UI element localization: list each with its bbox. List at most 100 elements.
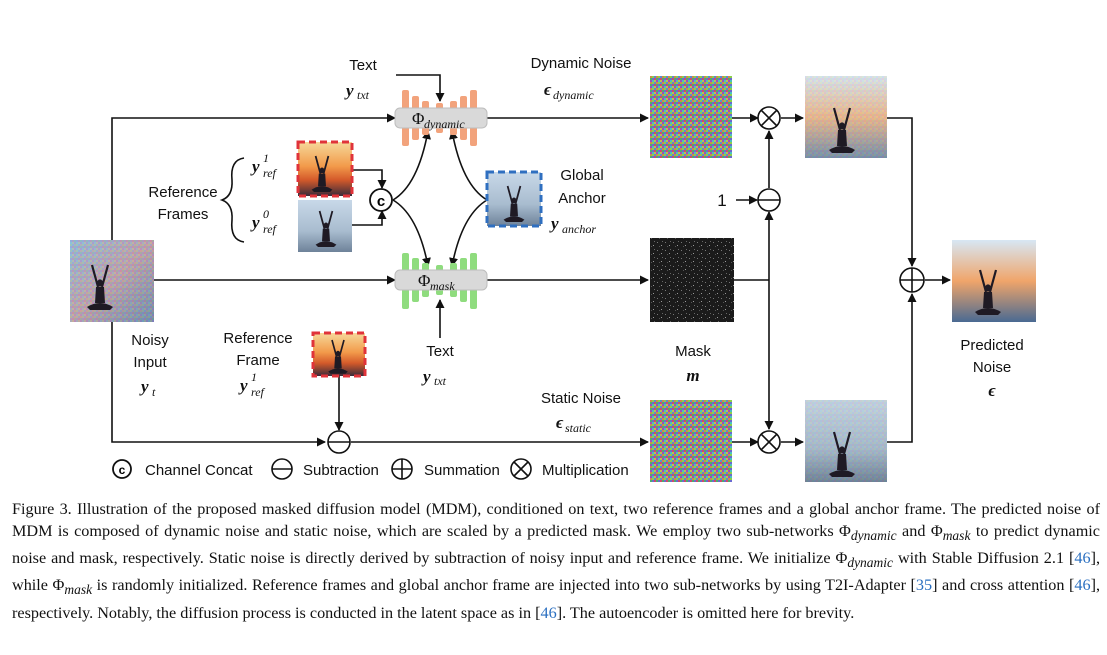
reference-frames-line2: Frames	[158, 206, 209, 223]
caption-part1: Figure 3. Illustration of the proposed m…	[12, 500, 1100, 540]
global-anchor-line2: Anchor	[558, 190, 606, 207]
figure-caption: Figure 3. Illustration of the proposed m…	[12, 498, 1100, 624]
legend-concat-glyph: c	[119, 463, 126, 477]
reference-frames-line1: Reference	[148, 184, 217, 201]
dynamic-noise-image	[650, 76, 732, 158]
arrow-input-to-dynamic	[111, 113, 396, 240]
eps-dynamic: ϵ	[544, 80, 552, 99]
scaled-dynamic-image	[805, 76, 887, 158]
caption-sub3: dynamic	[847, 555, 894, 571]
phi-dynamic-sub: dynamic	[424, 117, 465, 131]
y-txt-bottom-sub: txt	[434, 374, 447, 388]
phi-dynamic-symbol: Φ	[412, 109, 424, 128]
y-ref0-sup: 0	[263, 207, 269, 221]
y-ref1-sub: ref	[263, 166, 278, 180]
phi-mask-sub: mask	[430, 279, 455, 293]
dynamic-noise-label: Dynamic Noise	[531, 55, 632, 72]
reference-frame-1-image	[296, 140, 354, 198]
y-anchor-sub: anchor	[562, 222, 596, 236]
caption-part9: ]. The autoencoder is omitted here for b…	[556, 603, 855, 622]
arrow-input-to-subtraction	[111, 322, 326, 447]
arrow-concat-to-dynamic	[392, 130, 431, 201]
figure-diagram: Φ dynamic Φ mask	[70, 55, 1036, 482]
caption-citation-46-c[interactable]: 46	[540, 603, 557, 622]
caption-citation-46-b[interactable]: 46	[1074, 576, 1091, 595]
caption-part6: is randomly initialized. Reference frame…	[92, 576, 916, 595]
legend-summation-label: Summation	[424, 462, 500, 479]
subtraction-static-operator	[327, 430, 351, 454]
caption-part2: and Φ	[896, 522, 943, 540]
y-ref0-sub: ref	[263, 222, 278, 236]
arrow-anchor-to-mask	[449, 199, 488, 267]
y-txt-top: y	[344, 81, 354, 100]
caption-citation-46-a[interactable]: 46	[1074, 549, 1091, 568]
reference-frame-line2: Frame	[236, 352, 279, 369]
caption-part8: ], respectively. Notably, the diffusion …	[12, 576, 1101, 622]
mask-image	[650, 238, 734, 322]
one-label: 1	[717, 191, 726, 210]
multiplication-bottom-operator	[757, 430, 781, 454]
noisy-input-line2: Input	[133, 354, 167, 371]
y-ref-bottom-sub: ref	[251, 385, 266, 399]
caption-sub4: mask	[64, 582, 93, 598]
y-ref1: y	[250, 157, 260, 176]
phi-dynamic-network: Φ dynamic	[394, 90, 488, 146]
y-t-sub: t	[152, 385, 156, 399]
phi-mask-network: Φ mask	[394, 253, 488, 309]
global-anchor-line1: Global	[560, 167, 603, 184]
reference-frame-line1: Reference	[223, 330, 292, 347]
multiplication-top-operator	[757, 106, 781, 130]
text-label-top: Text	[349, 57, 377, 74]
eps-static-sub: static	[565, 421, 592, 435]
reference-frame-0-image	[298, 200, 352, 252]
arrow-static-scaled-to-sum	[887, 293, 917, 443]
y-ref-bottom-sup: 1	[251, 370, 257, 384]
caption-citation-35[interactable]: 35	[915, 576, 933, 595]
phi-mask-box	[394, 269, 488, 291]
legend-concat-icon	[112, 459, 132, 479]
caption-sub1: dynamic	[850, 528, 897, 544]
reference-frame-bottom-image	[311, 331, 367, 378]
reference-frames-brace	[219, 157, 245, 243]
arrow-concat-to-mask	[392, 199, 431, 267]
concat-symbol: c	[377, 193, 385, 210]
mask-label: Mask	[675, 343, 711, 360]
y-txt-bottom: y	[421, 367, 431, 386]
predicted-noise-line1: Predicted	[960, 337, 1023, 354]
caption-part3: to predict dynamic noise and mask, respe…	[12, 522, 1100, 568]
summation-operator	[899, 267, 925, 293]
caption-part4: with Stable Diffusion 2.1 [	[893, 549, 1075, 568]
y-ref-bottom: y	[238, 376, 248, 395]
y-t: y	[139, 377, 149, 396]
y-ref0: y	[250, 213, 260, 232]
subtraction-one-minus-operator	[757, 188, 781, 212]
noisy-input-image	[70, 240, 154, 322]
caption-part7: ] and cross attention [	[932, 576, 1075, 595]
scaled-static-image	[805, 400, 887, 482]
phi-mask-symbol: Φ	[418, 271, 430, 290]
noisy-input-line1: Noisy	[131, 332, 169, 349]
legend-concat-label: Channel Concat	[145, 462, 253, 479]
concat-operator: c	[369, 188, 393, 212]
static-noise-image	[650, 400, 732, 482]
text-label-bottom: Text	[426, 343, 454, 360]
legend-subtraction-label: Subtraction	[303, 462, 379, 479]
caption-part5: ], while Φ	[12, 549, 1101, 595]
y-anchor: y	[549, 214, 559, 233]
legend: c Channel Concat Subtraction Summation M…	[112, 458, 629, 480]
eps-dynamic-sub: dynamic	[553, 88, 594, 102]
arrow-ref0-to-concat	[352, 210, 387, 226]
predicted-noise-image	[952, 240, 1036, 322]
arrow-dyn-scaled-to-sum	[887, 117, 917, 267]
m-symbol: m	[686, 366, 699, 385]
caption-sub2: mask	[942, 528, 971, 544]
eps-static: ϵ	[556, 413, 564, 432]
arrow-anchor-to-dynamic	[449, 130, 488, 201]
eps-pred: ϵ	[988, 381, 996, 400]
y-txt-top-sub: txt	[357, 88, 370, 102]
global-anchor-image	[485, 170, 543, 228]
arrow-text-to-dynamic	[396, 74, 445, 102]
y-ref1-sup: 1	[263, 151, 269, 165]
static-noise-label: Static Noise	[541, 390, 621, 407]
arrow-ref1-to-concat	[352, 169, 387, 189]
